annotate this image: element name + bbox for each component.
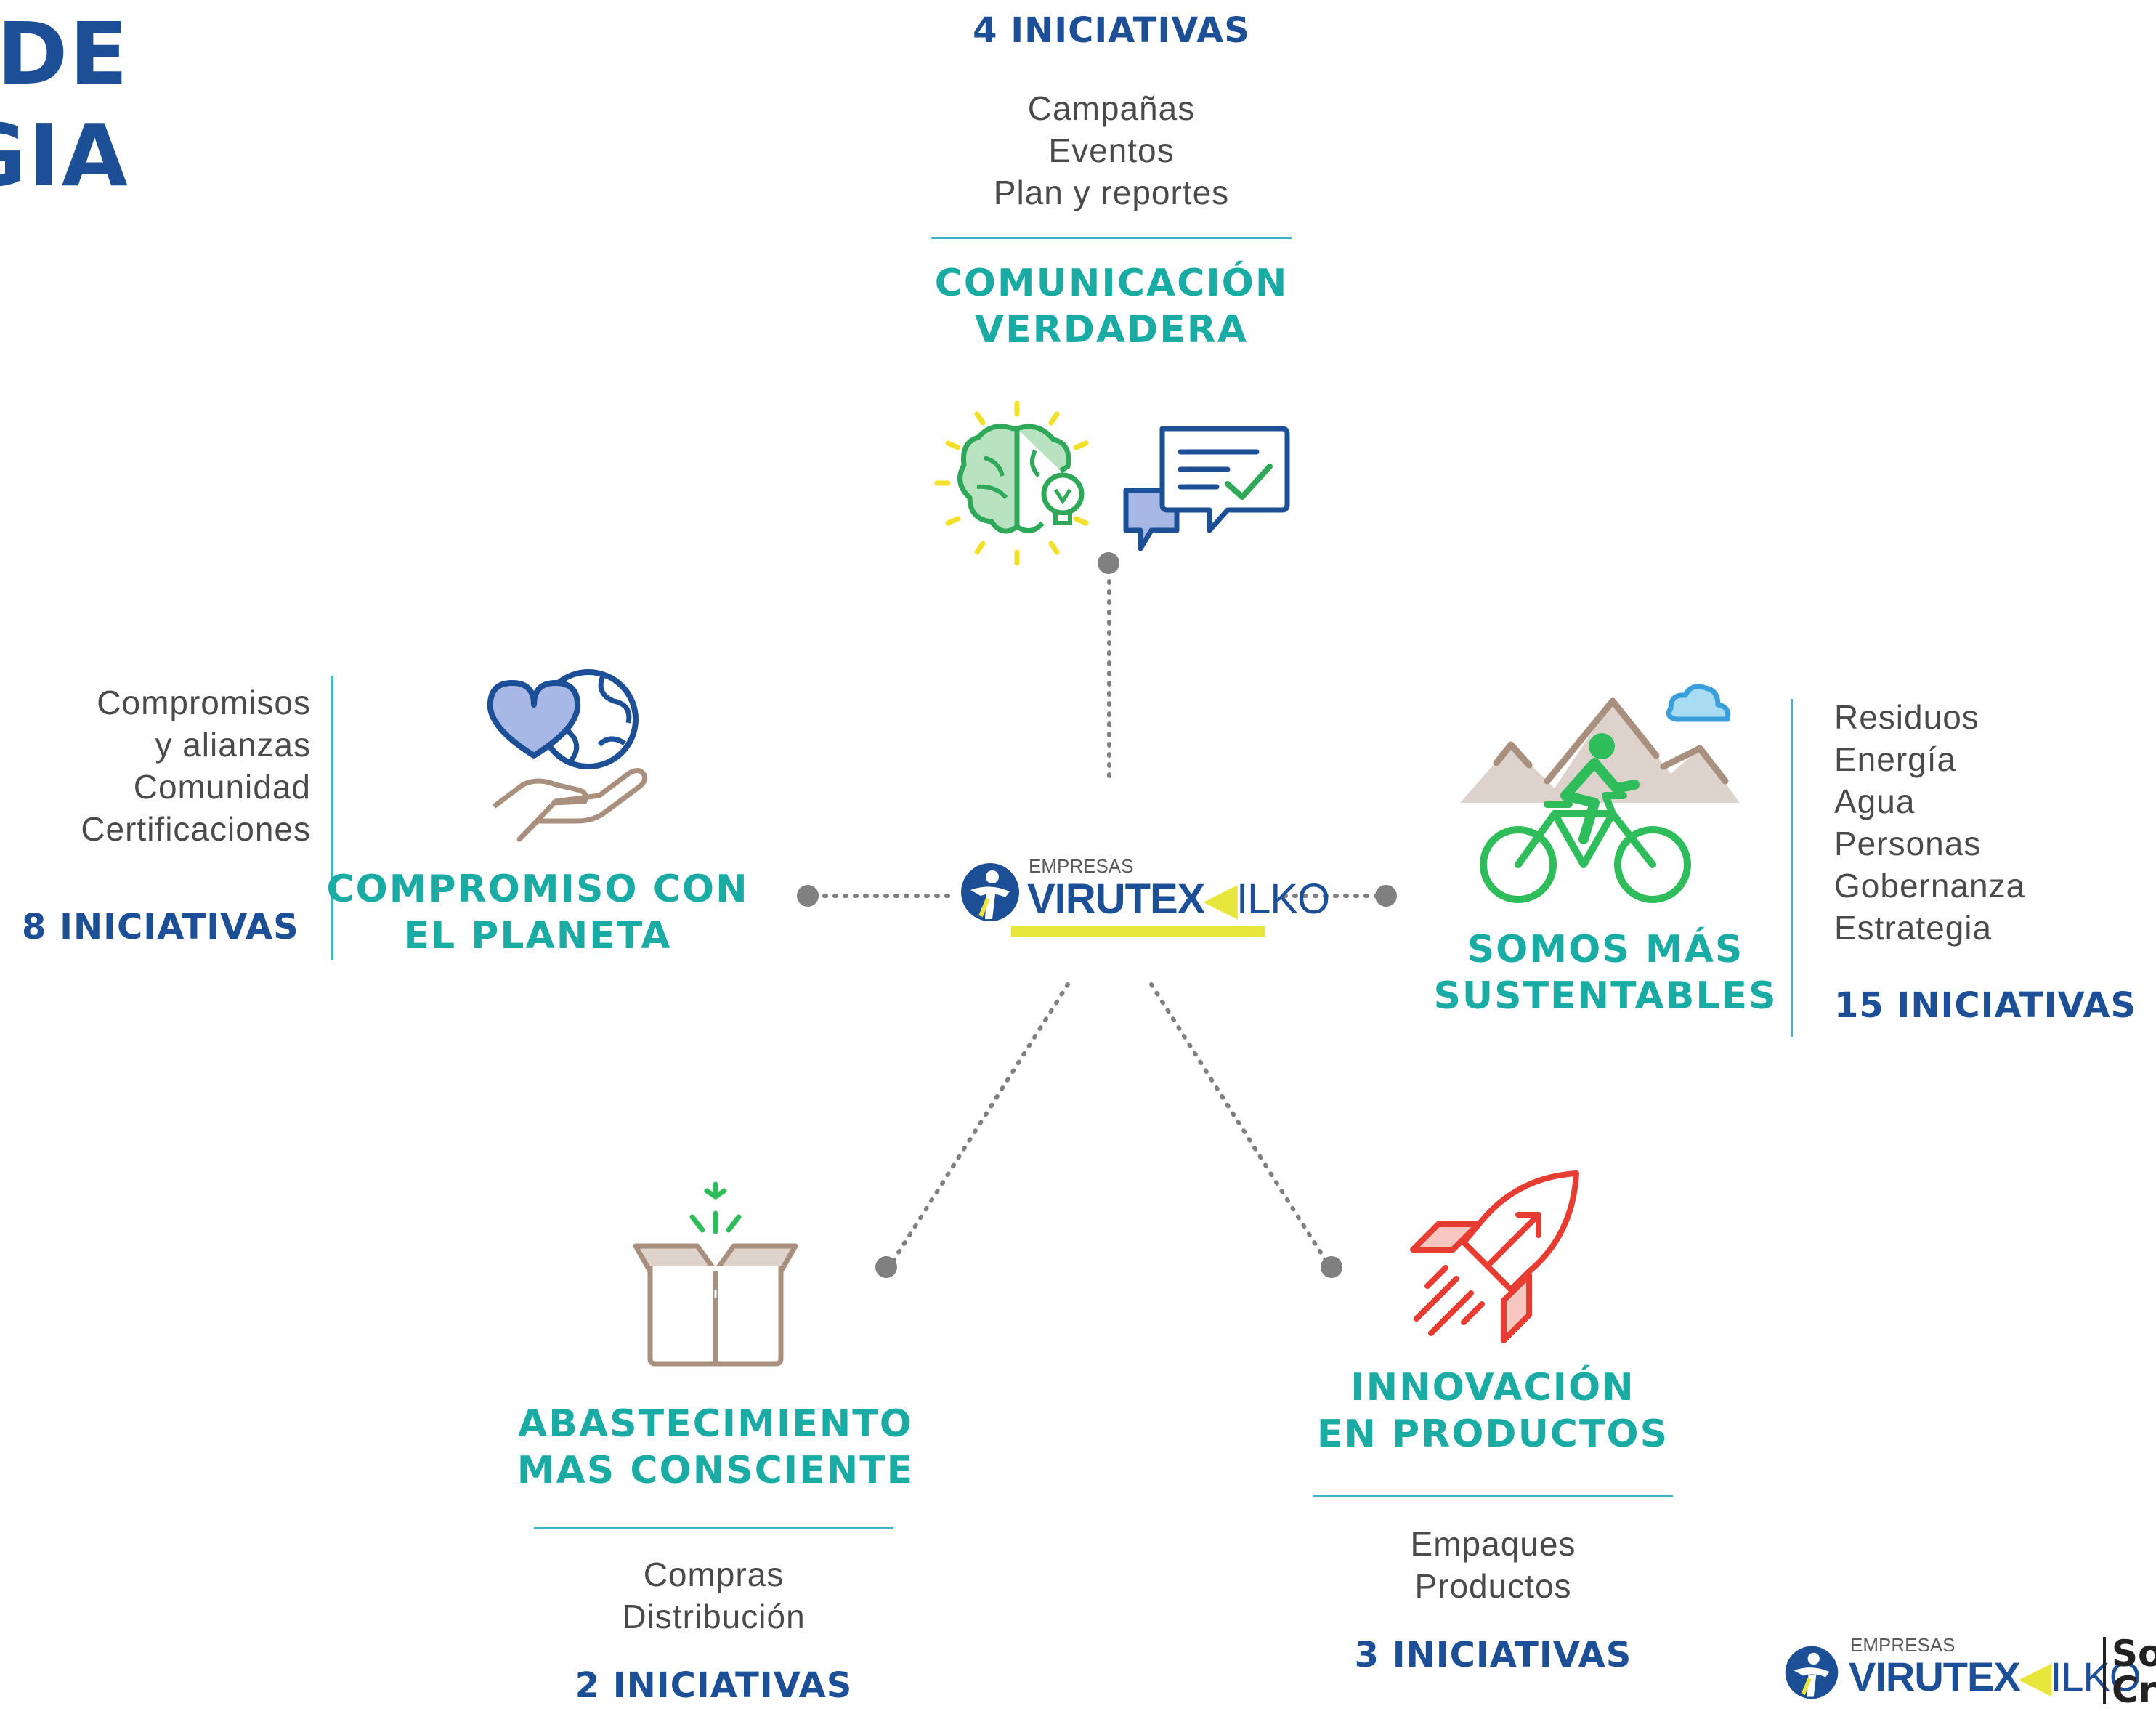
rule-abastecimiento	[534, 1527, 893, 1529]
footer-logo-divider	[2103, 1637, 2106, 1704]
item-distribucion: Distribución	[622, 1598, 806, 1635]
rocket-icon	[1410, 1170, 1579, 1343]
center-logo: EMPRESAS VIRUTEX◀ILKO	[959, 854, 1330, 941]
item-comunidad: Comunidad	[133, 768, 311, 806]
items-abastecimiento: Compras Distribución	[534, 1553, 893, 1638]
rule-innovacion	[1313, 1495, 1673, 1497]
center-logo-underline	[1011, 926, 1265, 937]
items-sustentables: Residuos Energía Agua Personas Gobernanz…	[1834, 696, 2139, 949]
node-dot-top	[1098, 552, 1119, 574]
title-innovacion: INNOVACIÓN EN PRODUCTOS	[1275, 1364, 1711, 1457]
items-planeta: Compromisos y alianzas Comunidad Certifi…	[15, 681, 311, 850]
title-planeta-line1: COMPROMISO CON	[326, 867, 749, 911]
items-comunicacion: Campañas Eventos Plan y reportes	[893, 87, 1329, 214]
footer-virutex-person-icon	[1785, 1646, 1839, 1699]
item-campanas: Campañas	[1027, 89, 1196, 127]
count-abastecimiento: 2 INICIATIVAS	[575, 1665, 853, 1706]
center-logo-brand-virutex: VIRUTEX	[1027, 875, 1205, 923]
item-energia: Energía	[1834, 740, 1957, 778]
title-abastecimiento-line2: MAS CONSCIENTE	[516, 1449, 915, 1492]
item-eventos: Eventos	[1048, 132, 1175, 169]
item-productos: Productos	[1414, 1567, 1572, 1605]
globe-heart-hand-icon	[487, 669, 648, 842]
rule-comunicacion	[931, 237, 1292, 239]
item-empaques: Empaques	[1410, 1525, 1576, 1563]
items-innovacion: Empaques Productos	[1313, 1523, 1673, 1607]
count-innovacion: 3 INICIATIVAS	[1354, 1635, 1632, 1675]
center-logo-brand: VIRUTEX◀ILKO	[1027, 874, 1330, 923]
item-certificaciones: Certificaciones	[81, 810, 311, 848]
brain-lightbulb-icon	[934, 400, 1089, 566]
node-dot-right	[1375, 885, 1397, 907]
count-planeta: 8 INICIATIVAS	[22, 907, 299, 947]
connector-bottom-left	[891, 982, 1070, 1263]
title-sustentables-line2: SUSTENTABLES	[1433, 974, 1778, 1018]
virutex-person-icon	[961, 863, 1019, 921]
mountain-cyclist-icon	[1460, 684, 1740, 903]
footer-logo: EMPRESAS VIRUTEX◀ILKO So Cr	[1783, 1631, 2156, 1708]
node-dot-left	[797, 885, 819, 907]
item-residuos: Residuos	[1834, 698, 1979, 736]
item-agua: Agua	[1834, 782, 1916, 820]
title-abastecimiento: ABASTECIMIENTO MAS CONSCIENTE	[498, 1401, 933, 1494]
rule-planeta	[331, 676, 333, 960]
center-logo-chevron-icon: ◀	[1204, 875, 1237, 923]
footer-logo-chevron-icon: ◀	[2019, 1654, 2051, 1699]
title-innovacion-line2: EN PRODUCTOS	[1316, 1412, 1669, 1456]
rule-sustentables	[1791, 699, 1793, 1037]
page-title-line1: DE	[0, 4, 129, 104]
item-compromisos: Compromisos	[97, 684, 311, 721]
title-planeta: COMPROMISO CON EL PLANETA	[320, 866, 755, 959]
item-compras: Compras	[643, 1556, 785, 1593]
footer-logo-small: EMPRESAS	[1850, 1634, 1956, 1656]
title-comunicacion-line1: COMUNICACIÓN	[934, 262, 1289, 305]
title-comunicacion: COMUNICACIÓN VERDADERA	[857, 260, 1366, 353]
chat-bubbles-icon	[1123, 426, 1290, 551]
count-comunicacion: 4 INICIATIVAS	[973, 10, 1250, 51]
footer-logo-brand-virutex: VIRUTEX	[1849, 1654, 2021, 1699]
item-plan-reportes: Plan y reportes	[993, 174, 1230, 211]
item-estrategia: Estrategia	[1834, 909, 1993, 947]
open-box-sprout-icon	[633, 1181, 798, 1367]
page-title: DE GIA	[0, 3, 129, 206]
title-comunicacion-line2: VERDADERA	[974, 308, 1249, 352]
title-sustentables: SOMOS MÁS SUSTENTABLES	[1387, 926, 1823, 1019]
center-logo-brand-ilko: ILKO	[1236, 875, 1330, 923]
page-title-line2: GIA	[0, 105, 129, 206]
title-innovacion-line1: INNOVACIÓN	[1350, 1366, 1635, 1409]
footer-logo-cut-text: So Cr	[2112, 1633, 2156, 1711]
footer-logo-brand-ilko: ILKO	[2050, 1654, 2141, 1699]
title-abastecimiento-line1: ABASTECIMIENTO	[518, 1402, 913, 1446]
connector-bottom-right	[1149, 982, 1328, 1263]
item-personas: Personas	[1834, 825, 1982, 862]
count-sustentables: 15 INICIATIVAS	[1834, 985, 2137, 1026]
center-logo-small: EMPRESAS	[1029, 855, 1134, 877]
title-planeta-line2: EL PLANETA	[403, 914, 672, 958]
item-alianzas: y alianzas	[155, 726, 311, 764]
item-gobernanza: Gobernanza	[1834, 867, 2026, 905]
node-dot-bottom-right	[1321, 1256, 1342, 1278]
title-sustentables-line1: SOMOS MÁS	[1467, 928, 1744, 971]
node-dot-bottom-left	[875, 1256, 897, 1278]
footer-logo-brand: VIRUTEX◀ILKO	[1849, 1653, 2141, 1701]
